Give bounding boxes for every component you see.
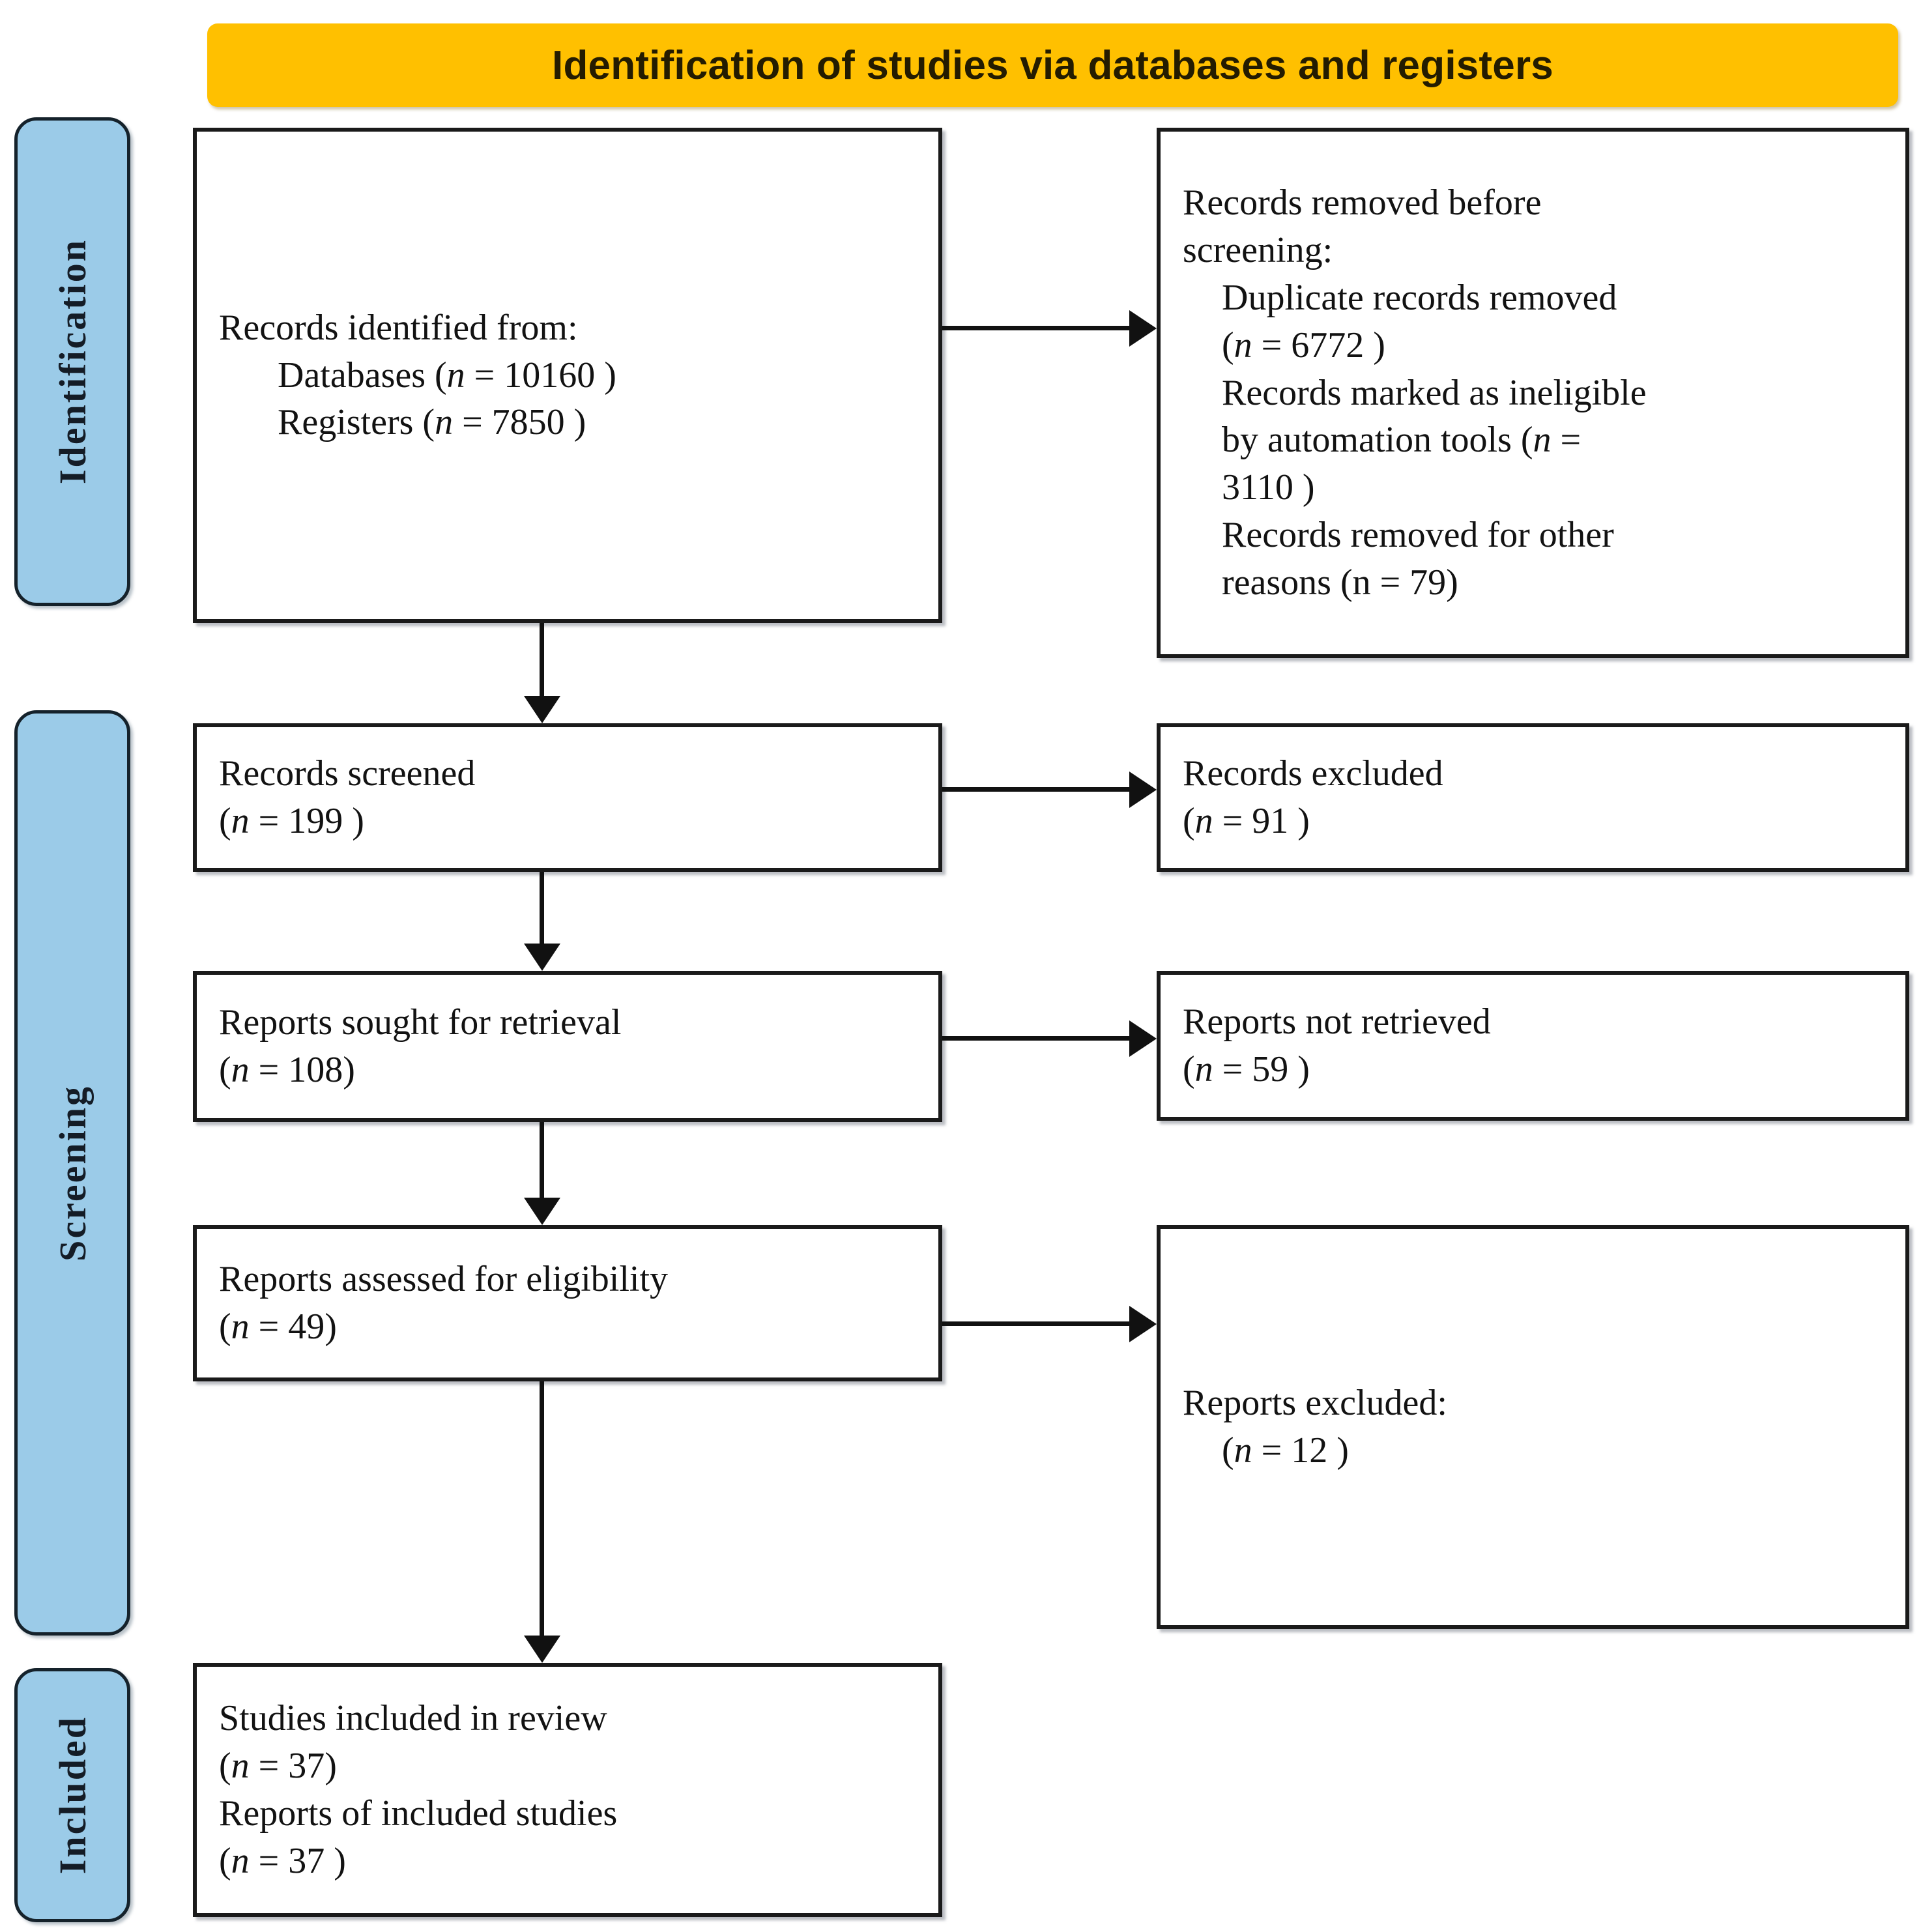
header-banner: Identification of studies via databases … bbox=[207, 23, 1898, 107]
removed-other-reasons-label: Records removed for other bbox=[1222, 514, 1614, 555]
records-excluded-count: (n = 91 ) bbox=[1183, 801, 1310, 841]
flow-box-reports-not-retrieved: Reports not retrieved (n = 59 ) bbox=[1157, 971, 1909, 1121]
stage-label-screening: Screening bbox=[51, 1084, 94, 1262]
connector-identified-to-removed bbox=[942, 310, 1157, 347]
reports-included-count: (n = 37 ) bbox=[219, 1840, 346, 1881]
flow-box-records-screened: Records screened (n = 199 ) bbox=[193, 723, 942, 872]
connector-screened-to-records-excluded bbox=[942, 771, 1157, 808]
reports-sought-heading: Reports sought for retrieval bbox=[219, 1002, 622, 1043]
flow-box-records-identified: Records identified from: Databases (n = … bbox=[193, 128, 942, 623]
stage-bar-screening: Screening bbox=[14, 710, 130, 1636]
stage-label-identification: Identification bbox=[51, 238, 94, 485]
records-removed-heading-1: Records removed before bbox=[1183, 182, 1542, 223]
flow-box-reports-sought: Reports sought for retrieval (n = 108) bbox=[193, 971, 942, 1122]
connector-shaft bbox=[540, 1122, 544, 1200]
flow-box-reports-excluded: Reports excluded: (n = 12 ) bbox=[1157, 1225, 1909, 1629]
flow-box-records-excluded: Records excluded (n = 91 ) bbox=[1157, 723, 1909, 872]
reports-not-retrieved-count: (n = 59 ) bbox=[1183, 1049, 1310, 1089]
arrowhead-down-icon bbox=[524, 944, 560, 971]
ineligible-automation-count: 3110 ) bbox=[1222, 467, 1315, 508]
connector-screened-to-sought bbox=[524, 872, 560, 971]
ineligible-automation-label-2: by automation tools (n = bbox=[1222, 420, 1582, 461]
arrowhead-down-icon bbox=[524, 696, 560, 723]
studies-included-heading: Studies included in review bbox=[219, 1698, 607, 1739]
page-title: Identification of studies via databases … bbox=[552, 42, 1553, 88]
reports-sought-count: (n = 108) bbox=[219, 1050, 355, 1090]
studies-included-count: (n = 37) bbox=[219, 1746, 337, 1787]
stage-bar-included: Included bbox=[14, 1668, 130, 1922]
flow-box-records-removed: Records removed before screening: Duplic… bbox=[1157, 128, 1909, 658]
duplicate-records-removed-count: (n = 6772 ) bbox=[1222, 324, 1385, 366]
reports-included-heading: Reports of included studies bbox=[219, 1793, 618, 1834]
arrowhead-right-icon bbox=[1129, 771, 1157, 808]
arrowhead-right-icon bbox=[1129, 1306, 1157, 1342]
reports-excluded-heading: Reports excluded: bbox=[1183, 1383, 1447, 1424]
connector-assessed-to-included bbox=[524, 1381, 560, 1663]
connector-identified-to-screened bbox=[524, 623, 560, 723]
records-excluded-heading: Records excluded bbox=[1183, 753, 1443, 794]
flow-box-reports-assessed: Reports assessed for eligibility (n = 49… bbox=[193, 1225, 942, 1381]
connector-shaft bbox=[540, 623, 544, 699]
arrowhead-right-icon bbox=[1129, 1020, 1157, 1057]
records-removed-heading-2: screening: bbox=[1183, 230, 1333, 271]
connector-assessed-to-reports-excluded bbox=[942, 1306, 1157, 1342]
arrowhead-down-icon bbox=[524, 1636, 560, 1663]
reports-assessed-heading: Reports assessed for eligibility bbox=[219, 1259, 669, 1300]
stage-label-included: Included bbox=[51, 1716, 94, 1875]
ineligible-automation-label-1: Records marked as ineligible bbox=[1222, 372, 1647, 413]
records-screened-heading: Records screened bbox=[219, 753, 476, 794]
connector-shaft bbox=[942, 326, 1131, 330]
arrowhead-down-icon bbox=[524, 1198, 560, 1225]
connector-shaft bbox=[540, 872, 544, 946]
connector-sought-to-assessed bbox=[524, 1122, 560, 1225]
records-screened-count: (n = 199 ) bbox=[219, 801, 364, 841]
connector-shaft bbox=[942, 1036, 1131, 1041]
records-identified-databases: Databases (n = 10160 ) bbox=[278, 354, 616, 396]
records-identified-heading: Records identified from: bbox=[219, 307, 578, 348]
arrowhead-right-icon bbox=[1129, 310, 1157, 347]
connector-shaft bbox=[942, 787, 1131, 792]
stage-bar-identification: Identification bbox=[14, 117, 130, 606]
duplicate-records-removed-label: Duplicate records removed bbox=[1222, 278, 1617, 318]
reports-assessed-count: (n = 49) bbox=[219, 1306, 337, 1347]
records-identified-registers: Registers (n = 7850 ) bbox=[278, 402, 586, 443]
reports-excluded-count: (n = 12 ) bbox=[1222, 1430, 1349, 1471]
removed-other-reasons-count: reasons (n = 79) bbox=[1222, 562, 1458, 603]
flow-box-studies-included: Studies included in review (n = 37) Repo… bbox=[193, 1663, 942, 1917]
connector-shaft bbox=[540, 1381, 544, 1638]
connector-shaft bbox=[942, 1321, 1131, 1326]
reports-not-retrieved-heading: Reports not retrieved bbox=[1183, 1002, 1491, 1043]
connector-sought-to-not-retrieved bbox=[942, 1020, 1157, 1057]
